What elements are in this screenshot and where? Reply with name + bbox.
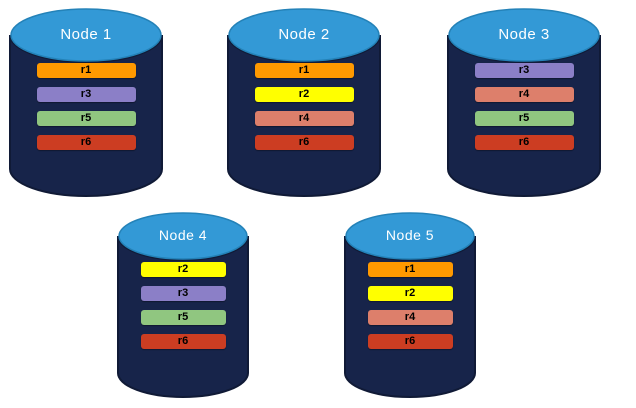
replica-bar-r6[interactable]: r6 (254, 135, 354, 150)
replica-label: r4 (404, 311, 416, 323)
replica-label: r3 (177, 287, 189, 299)
replica-label: r3 (80, 88, 92, 100)
replica-label: r2 (404, 287, 416, 299)
replica-bar-r3[interactable]: r3 (36, 87, 136, 102)
replica-label: r1 (80, 64, 92, 76)
replica-label: r5 (80, 112, 92, 124)
replica-label: r6 (80, 136, 92, 148)
replica-stack: r1 r2 r4 r6 (228, 63, 380, 150)
replica-bar-r5[interactable]: r5 (474, 111, 574, 126)
replica-label: r1 (404, 263, 416, 275)
replica-label: r6 (518, 136, 530, 148)
replica-bar-r4[interactable]: r4 (474, 87, 574, 102)
replica-bar-r6[interactable]: r6 (140, 334, 226, 349)
replica-label: r1 (298, 64, 310, 76)
replica-bar-r2[interactable]: r2 (140, 262, 226, 277)
replica-bar-r6[interactable]: r6 (36, 135, 136, 150)
replica-bar-r2[interactable]: r2 (254, 87, 354, 102)
replica-label: r6 (298, 136, 310, 148)
cylinder-top-ellipse (118, 212, 248, 260)
replica-bar-r2[interactable]: r2 (367, 286, 453, 301)
replica-label: r6 (177, 335, 189, 347)
replica-bar-r6[interactable]: r6 (474, 135, 574, 150)
replica-bar-r1[interactable]: r1 (254, 63, 354, 78)
replica-bar-r4[interactable]: r4 (254, 111, 354, 126)
replica-bar-r5[interactable]: r5 (36, 111, 136, 126)
replica-bar-r6[interactable]: r6 (367, 334, 453, 349)
cylinder-top-ellipse (10, 8, 162, 62)
replica-label: r3 (518, 64, 530, 76)
replica-stack: r2 r3 r5 r6 (118, 262, 248, 349)
replica-bar-r1[interactable]: r1 (367, 262, 453, 277)
replica-bar-r3[interactable]: r3 (140, 286, 226, 301)
replica-label: r4 (298, 112, 310, 124)
replica-bar-r1[interactable]: r1 (36, 63, 136, 78)
replica-label: r6 (404, 335, 416, 347)
replica-bar-r3[interactable]: r3 (474, 63, 574, 78)
replica-bar-r5[interactable]: r5 (140, 310, 226, 325)
replica-stack: r1 r3 r5 r6 (10, 63, 162, 150)
replica-label: r5 (518, 112, 530, 124)
replica-bar-r4[interactable]: r4 (367, 310, 453, 325)
replica-label: r4 (518, 88, 530, 100)
cylinder-top-ellipse (448, 8, 600, 62)
replica-stack: r1 r2 r4 r6 (345, 262, 475, 349)
replica-stack: r3 r4 r5 r6 (448, 63, 600, 150)
replica-label: r2 (298, 88, 310, 100)
replica-label: r2 (177, 263, 189, 275)
replica-label: r5 (177, 311, 189, 323)
cylinder-top-ellipse (228, 8, 380, 62)
cylinder-top-ellipse (345, 212, 475, 260)
